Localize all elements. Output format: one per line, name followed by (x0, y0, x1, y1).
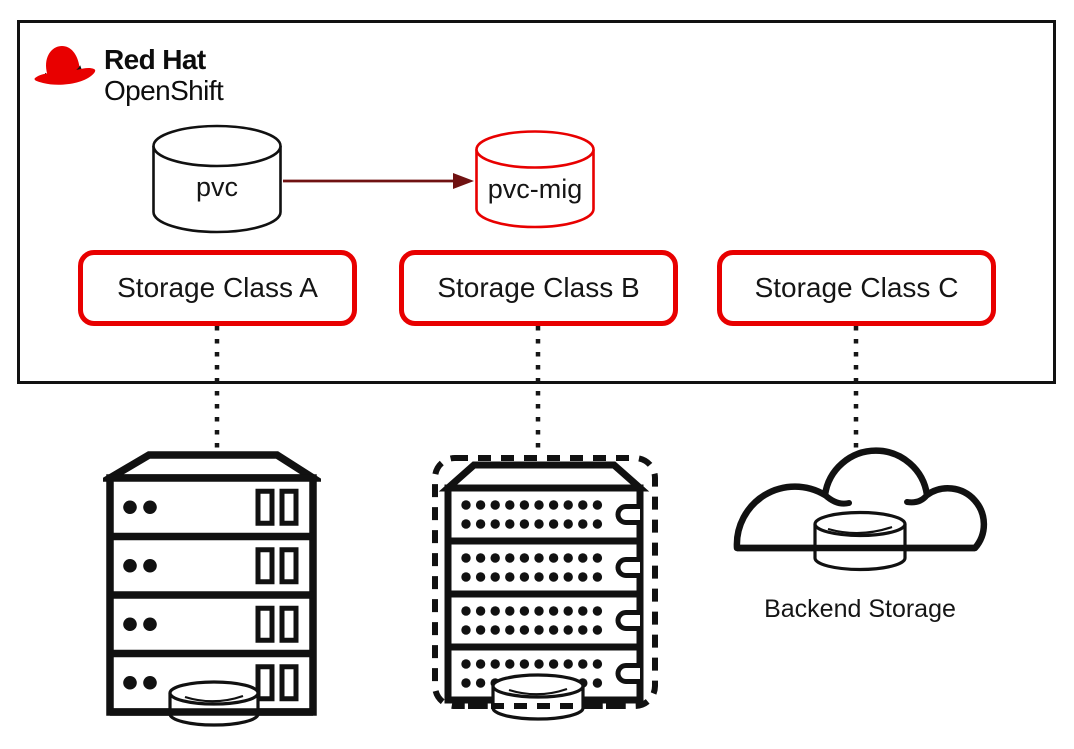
server-rack-icon (103, 451, 321, 727)
red-hat-fedora-icon (34, 45, 96, 85)
backend-storage-label: Backend Storage (764, 595, 956, 623)
connector-b-dotted-line (535, 326, 541, 456)
logo-product-text: OpenShift (104, 75, 224, 106)
logo-brand-text: Red Hat (104, 44, 206, 75)
migration-arrow-icon (283, 173, 474, 189)
pvc-cylinder-icon (152, 124, 282, 234)
cloud-storage-icon (733, 447, 988, 572)
storage-class-b-label: Storage Class B (437, 272, 640, 303)
storage-class-a-box: Storage Class A (78, 250, 357, 326)
pvc-label: pvc (195, 172, 239, 202)
disk-icon (168, 680, 260, 727)
storage-class-b-box: Storage Class B (399, 250, 678, 326)
redhat-openshift-logo: Red Hat OpenShift (33, 40, 224, 106)
pvc-mig-label: pvc-mig (487, 174, 583, 204)
storage-class-a-label: Storage Class A (117, 272, 318, 303)
connector-c-dotted-line (853, 326, 859, 448)
storage-class-c-label: Storage Class C (754, 272, 959, 303)
server-rack-dashed-icon (432, 455, 658, 721)
connector-a-dotted-line (214, 326, 220, 454)
pvc-mig-cylinder-icon (475, 130, 595, 229)
storage-class-c-box: Storage Class C (717, 250, 996, 326)
disk-icon (813, 510, 907, 572)
disk-icon (491, 673, 585, 721)
